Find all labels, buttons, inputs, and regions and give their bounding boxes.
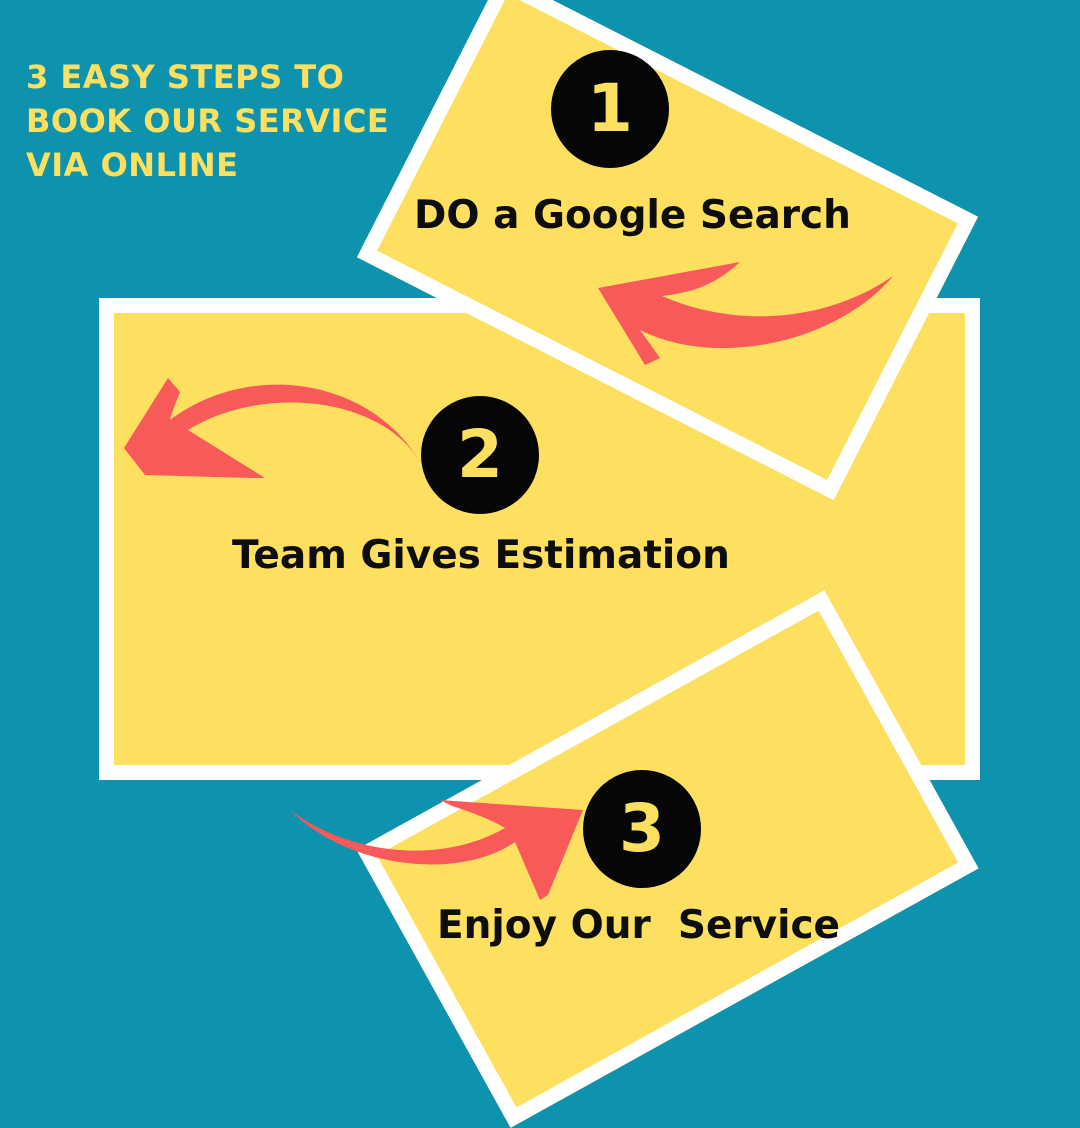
- step-1-label: DO a Google Search: [414, 193, 851, 238]
- page-heading: 3 EASY STEPS TO BOOK OUR SERVICE VIA ONL…: [26, 55, 389, 187]
- step-3-label: Enjoy Our Service: [437, 903, 841, 948]
- step-2-number-badge: 2: [421, 396, 539, 514]
- heading-line-1: 3 EASY STEPS TO: [26, 58, 345, 96]
- step-3-number-badge: 3: [583, 770, 701, 888]
- heading-line-3: VIA ONLINE: [26, 146, 239, 184]
- step-1-number-badge: 1: [551, 50, 669, 168]
- heading-line-2: BOOK OUR SERVICE: [26, 102, 390, 140]
- step-2-label: Team Gives Estimation: [232, 533, 730, 578]
